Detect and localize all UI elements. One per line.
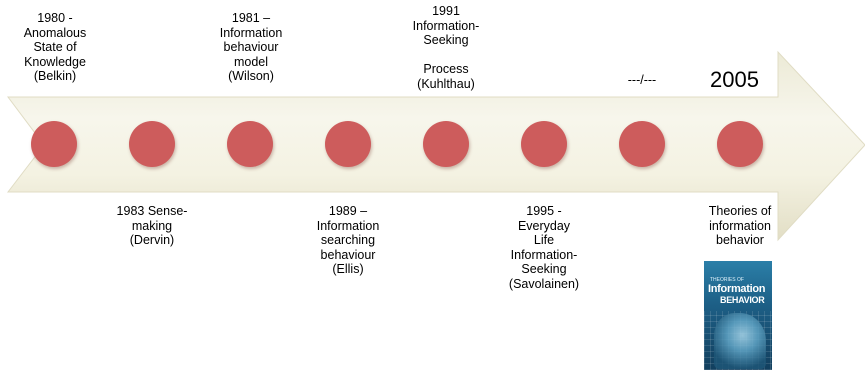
timeline-marker-3: [227, 121, 273, 167]
timeline-marker-8: [717, 121, 763, 167]
event-label-wilson: 1981 – Information behaviour model (Wils…: [219, 11, 283, 83]
event-label-theories: Theories of information behavior: [708, 204, 772, 247]
book-cover-series: THEORIES OF: [710, 277, 744, 283]
event-label-dervin: 1983 Sense- making (Dervin): [116, 204, 188, 247]
timeline-marker-1: [31, 121, 77, 167]
book-cover-header: [708, 267, 768, 275]
timeline-marker-4: [325, 121, 371, 167]
event-label-gap: ---/---: [627, 73, 657, 87]
timeline-marker-6: [521, 121, 567, 167]
timeline-marker-7: [619, 121, 665, 167]
book-cover-title-line1: Information: [708, 283, 766, 295]
event-label-belkin: 1980 - Anomalous State of Knowledge (Bel…: [23, 11, 87, 83]
event-label-kuhlthau: 1991 Information- Seeking Process (Kuhlt…: [412, 4, 480, 91]
final-year-label: 2005: [710, 67, 759, 92]
book-cover-title-line2: BEHAVIOR: [720, 295, 765, 305]
book-cover-face-graphic: [714, 313, 766, 369]
event-label-ellis: 1989 – Information searching behaviour (…: [316, 204, 380, 276]
event-label-savolainen: 1995 - Everyday Life Information- Seekin…: [508, 204, 580, 291]
book-cover-image: THEORIES OF Information BEHAVIOR: [704, 261, 772, 370]
timeline-marker-5: [423, 121, 469, 167]
timeline-marker-2: [129, 121, 175, 167]
